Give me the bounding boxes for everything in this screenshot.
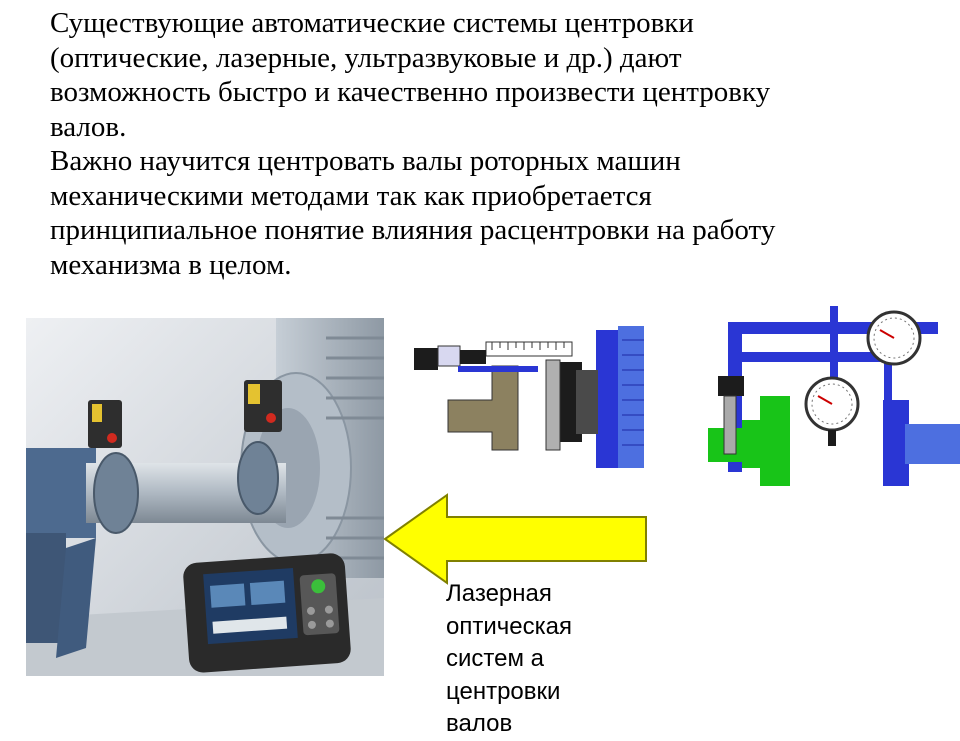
photo-caption: Лазерная оптическая систем а центровки в…: [446, 578, 646, 741]
coupling-ruler-diagram: [414, 326, 644, 468]
main-text: Существующие автоматические системы цент…: [50, 6, 930, 282]
text-line: валов.: [50, 110, 127, 143]
text-line: принципиальное понятие влияния расцентро…: [50, 214, 776, 246]
caption-line: оптическая: [446, 612, 572, 640]
text-line: Существующие автоматические системы цент…: [50, 7, 694, 39]
caption-line: систем а: [446, 645, 544, 672]
caption-line: валов: [446, 710, 513, 737]
paragraph-2: Важно научится центровать валы роторных …: [50, 144, 930, 282]
text-line: Важно научится центровать валы роторных …: [50, 145, 681, 177]
text-line: механизма в целом.: [50, 248, 292, 281]
text-line: возможность быстро и качественно произве…: [50, 76, 771, 108]
dial-indicator-diagram: [708, 306, 960, 486]
caption-line: центровки: [446, 677, 561, 705]
left-arrow-icon: [383, 493, 647, 585]
caption-line: Лазерная: [446, 580, 552, 607]
paragraph-1: Существующие автоматические системы цент…: [50, 6, 930, 144]
text-line: (оптические, лазерные, ультразвуковые и …: [50, 41, 682, 74]
laser-alignment-photo: [26, 318, 384, 676]
text-line: механическими методами так как приобрета…: [50, 179, 652, 212]
